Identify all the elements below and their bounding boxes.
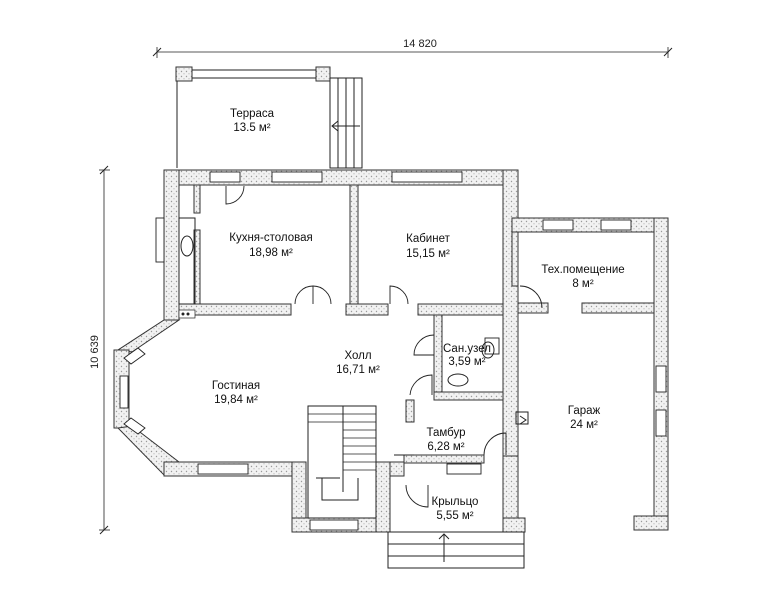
garage-door-arrow-icon <box>515 411 529 425</box>
room-area: 18,98 м² <box>249 247 293 259</box>
room-name: Кухня-столовая <box>229 232 312 244</box>
room-area: 13.5 м² <box>233 122 270 134</box>
interior-walls <box>178 184 655 464</box>
room-terrace: Терраса 13.5 м² <box>230 108 275 134</box>
porch-stairs <box>387 531 525 569</box>
stove-icon <box>178 309 196 319</box>
room-area: 6,28 м² <box>427 441 464 453</box>
room-office: Кабинет 15,15 м² <box>406 233 450 260</box>
room-porch: Крыльцо 5,55 м² <box>432 496 479 522</box>
room-name: Крыльцо <box>432 496 479 508</box>
room-name: Терраса <box>230 108 275 120</box>
room-garage: Гараж 24 м² <box>568 405 601 431</box>
room-name: Гостиная <box>212 380 260 392</box>
dimension-width: 14 820 <box>152 38 673 58</box>
kitchen-sink-icon <box>178 217 196 305</box>
room-name: Холл <box>344 350 371 362</box>
room-living: Гостиная 19,84 м² <box>212 380 260 406</box>
windows <box>119 171 667 531</box>
room-area: 24 м² <box>570 419 598 431</box>
room-name: Тех.помещение <box>541 264 624 276</box>
room-name: Сан.узел <box>443 343 491 355</box>
room-area: 8 м² <box>572 278 593 290</box>
room-name: Тамбур <box>426 427 465 439</box>
room-area: 5,55 м² <box>436 510 473 522</box>
room-tech: Тех.помещение 8 м² <box>541 264 624 290</box>
room-bathroom: Сан.узел 3,59 м² <box>443 343 491 368</box>
exterior-walls <box>113 169 669 533</box>
room-area: 15,15 м² <box>406 248 450 260</box>
room-area: 3,59 м² <box>448 356 485 368</box>
room-kitchen: Кухня-столовая 18,98 м² <box>229 232 312 259</box>
room-name: Гараж <box>568 405 601 417</box>
doors <box>225 185 543 508</box>
room-name: Кабинет <box>406 233 450 245</box>
dimension-width-label: 14 820 <box>403 38 437 50</box>
room-vestibule: Тамбур 6,28 м² <box>426 427 465 453</box>
room-area: 16,71 м² <box>336 364 380 376</box>
toilet-icon <box>447 341 495 387</box>
dimension-height-label: 10 639 <box>89 335 101 369</box>
room-hall: Холл 16,71 м² <box>336 350 380 376</box>
hall-staircase <box>307 405 377 519</box>
room-area: 19,84 м² <box>214 394 258 406</box>
terrace <box>175 66 363 169</box>
dimension-height: 10 639 <box>89 165 110 535</box>
